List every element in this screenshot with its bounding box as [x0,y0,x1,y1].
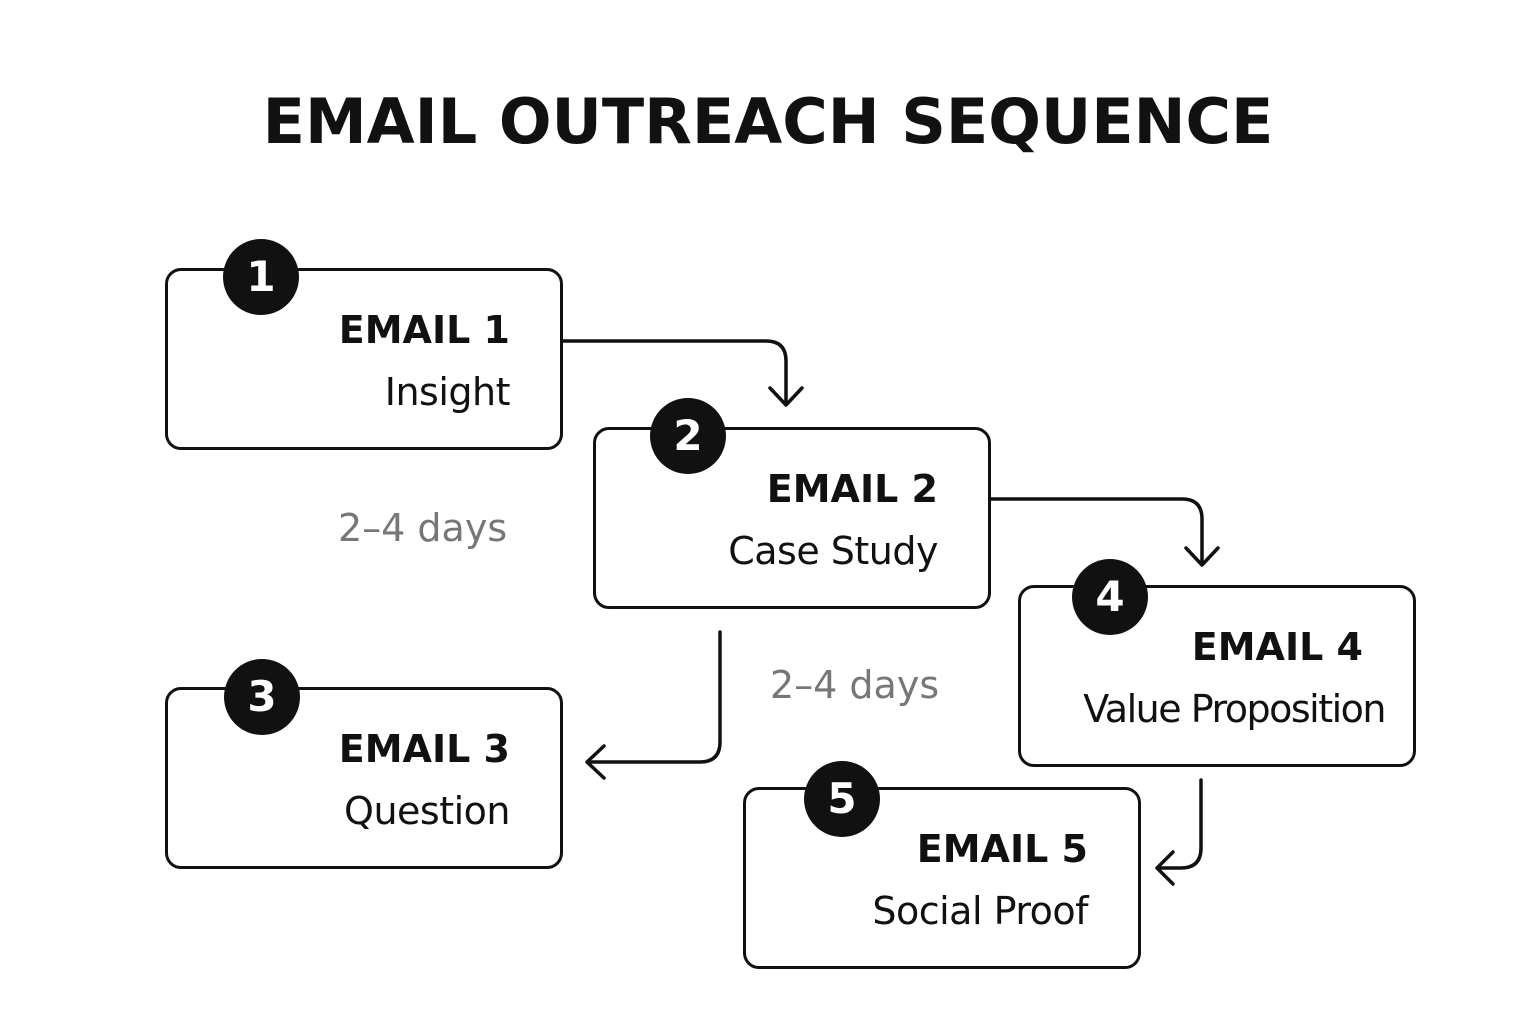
email-card-5: EMAIL 5 Social Proof [743,787,1141,969]
email-title: EMAIL 5 [916,827,1088,871]
connector-1-to-2 [561,339,788,406]
step-badge-1: 1 [223,239,299,315]
diagram-title: EMAIL OUTREACH SEQUENCE [262,85,1274,158]
email-subtitle: Case Study [728,529,938,573]
email-subtitle: Question [344,789,510,833]
arrowhead-4-to-5 [1155,850,1175,886]
email-title: EMAIL 4 [1191,625,1363,669]
email-subtitle: Insight [384,370,511,414]
arrowhead-1-to-2 [768,386,804,407]
connector-2-to-4 [989,497,1204,566]
step-badge-3: 3 [224,659,300,735]
step-badge-4: 4 [1072,559,1148,635]
email-card-3: EMAIL 3 Question [165,687,563,869]
email-title: EMAIL 3 [338,727,510,771]
connector-2-to-3 [586,630,722,764]
connector-4-to-5 [1156,778,1203,870]
email-card-1: EMAIL 1 Insight [165,268,563,450]
gap-label-2: 2–4 days [770,663,940,707]
email-title: EMAIL 2 [766,467,938,511]
email-title: EMAIL 1 [338,308,510,352]
step-badge-2: 2 [650,398,726,474]
arrowhead-2-to-4 [1184,546,1220,567]
gap-label-1: 2–4 days [338,506,508,550]
email-subtitle: Value Proposition [1083,687,1386,731]
step-badge-5: 5 [804,761,880,837]
email-subtitle: Social Proof [872,889,1088,933]
email-card-2: EMAIL 2 Case Study [593,427,991,609]
arrowhead-2-to-3 [585,744,606,780]
